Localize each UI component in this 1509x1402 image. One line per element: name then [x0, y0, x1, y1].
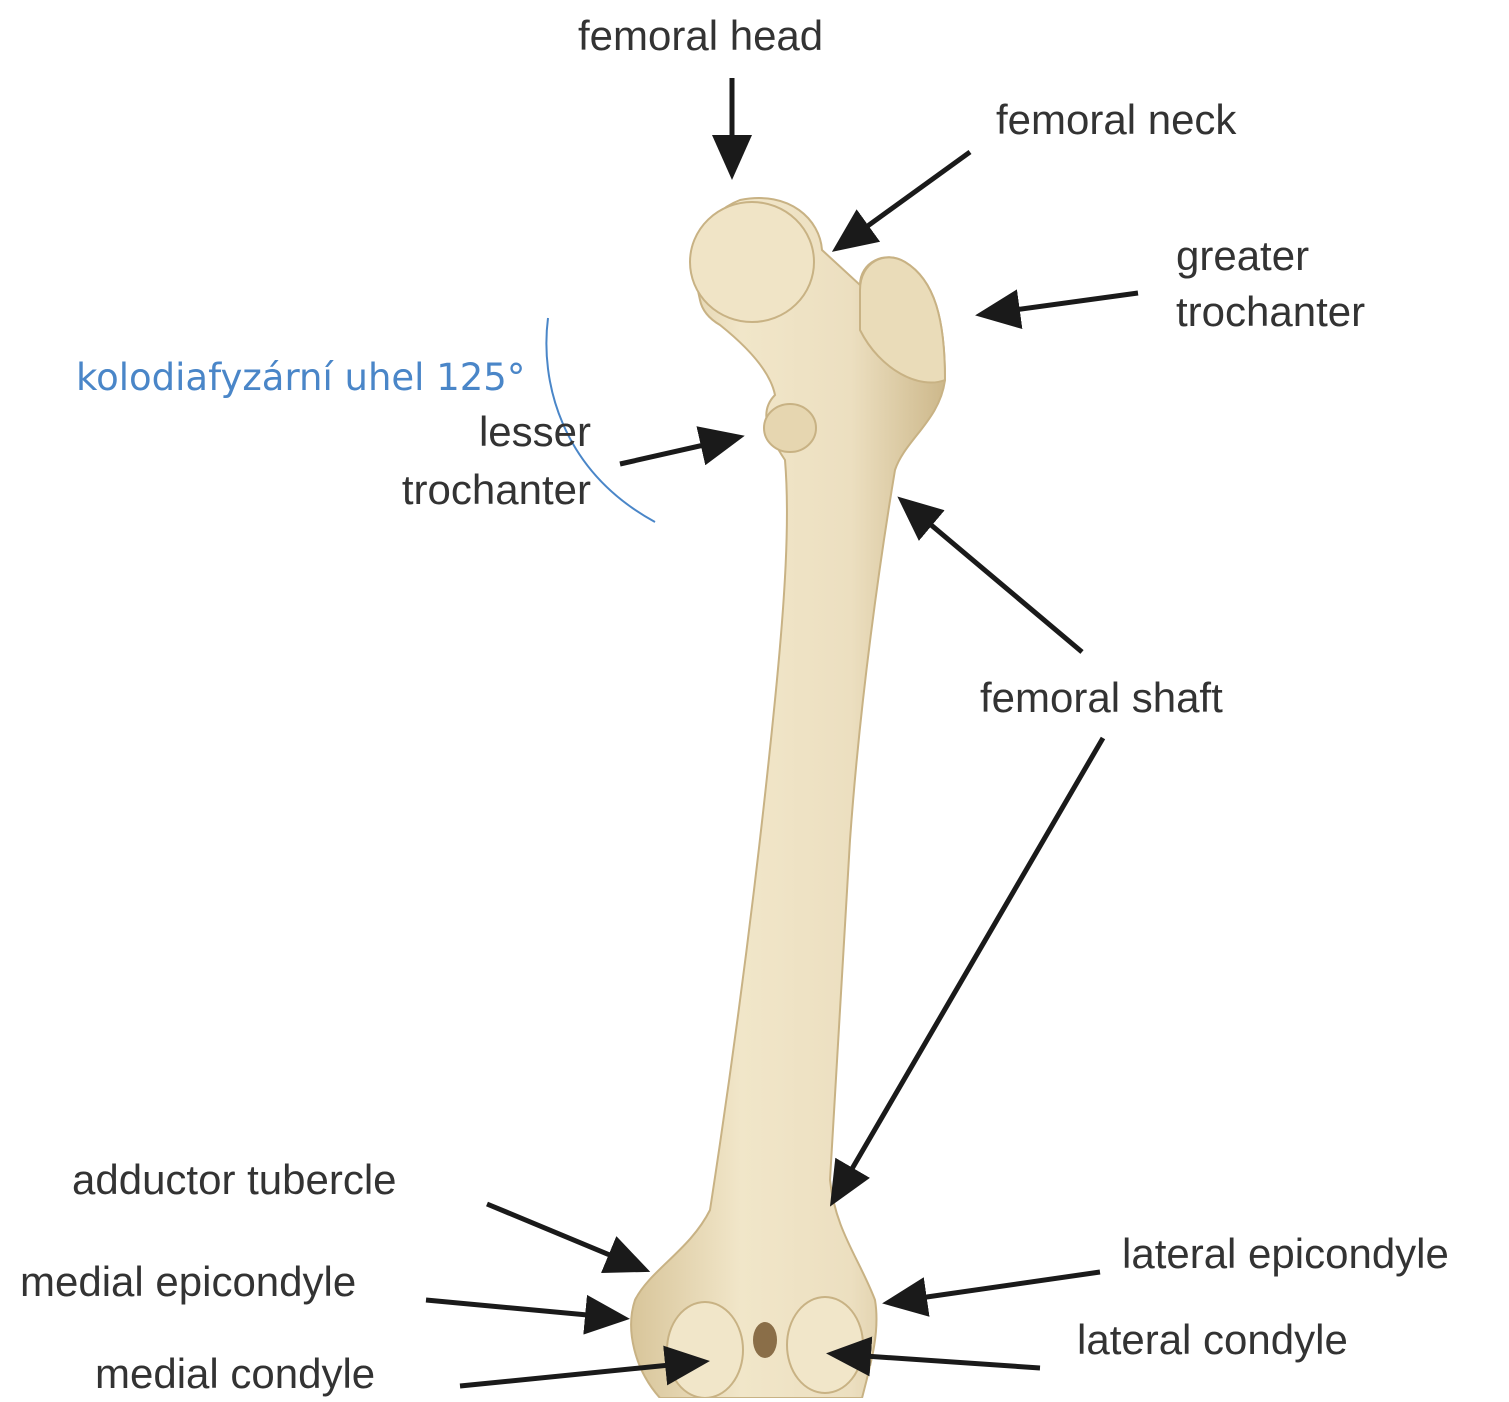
label-femoral-neck: femoral neck [996, 92, 1236, 148]
medial-condyle-shape [667, 1302, 743, 1398]
femur-bone [631, 198, 945, 1398]
arrow-femoral-shaft-lower [835, 738, 1103, 1198]
label-lateral-epicondyle: lateral epicondyle [1122, 1226, 1449, 1282]
label-greater-trochanter-line2: trochanter [1176, 284, 1365, 340]
label-femoral-shaft: femoral shaft [980, 670, 1223, 726]
label-lateral-condyle: lateral condyle [1077, 1312, 1348, 1368]
arrow-lateral-epicondyle [892, 1272, 1100, 1302]
lateral-condyle-shape [787, 1297, 863, 1393]
label-medial-epicondyle: medial epicondyle [20, 1254, 356, 1310]
label-medial-condyle: medial condyle [95, 1346, 375, 1402]
arrow-adductor-tubercle [487, 1204, 641, 1268]
femur-shaft-shape [631, 198, 945, 1398]
angle-annotation-label: kolodiafyzární uhel 125° [76, 354, 525, 402]
arrow-femoral-neck [840, 152, 970, 246]
arrow-greater-trochanter [985, 293, 1138, 314]
label-greater-trochanter-line1: greater [1176, 228, 1309, 284]
arrow-lesser-trochanter [620, 438, 735, 464]
label-lesser-trochanter-line2: trochanter [402, 462, 591, 518]
arrow-medial-epicondyle [426, 1300, 620, 1318]
lesser-trochanter-shape [764, 404, 816, 452]
intercondylar-notch [753, 1322, 777, 1358]
arrow-femoral-shaft-upper [905, 503, 1082, 652]
label-lesser-trochanter-line1: lesser [479, 404, 591, 460]
label-femoral-head: femoral head [578, 8, 823, 64]
femoral-head-shape [690, 202, 814, 322]
label-adductor-tubercle: adductor tubercle [72, 1152, 397, 1208]
